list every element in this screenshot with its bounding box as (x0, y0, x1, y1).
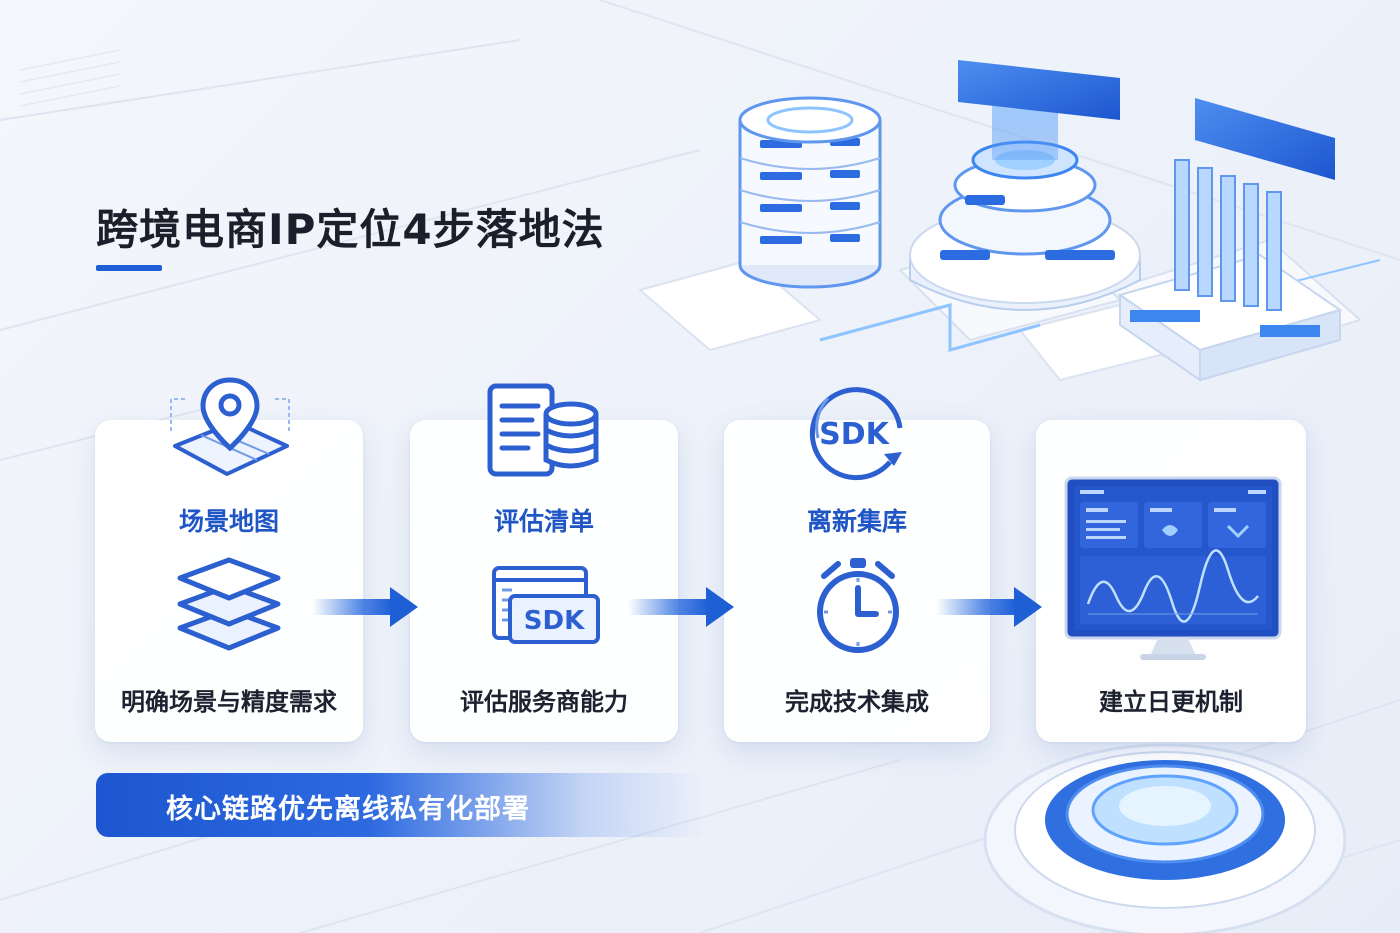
title-underline (96, 265, 162, 271)
sdk-label: SDK (819, 417, 891, 452)
page-title: 跨境电商IP定位4步落地法 (96, 205, 605, 254)
step-description: 建立日更机制 (1099, 688, 1243, 716)
step-title: 评估清单 (493, 507, 594, 536)
stopwatch-icon (817, 558, 899, 653)
step-arrow-1-2 (312, 587, 418, 627)
step-description: 评估服务商能力 (460, 688, 628, 716)
step-title: 离新集库 (806, 507, 907, 536)
banner-text: 核心链路优先离线私有化部署 (166, 794, 530, 825)
dashboard-monitor-icon (1064, 476, 1282, 660)
step-title: 场景地图 (178, 507, 279, 536)
deployment-banner: 核心链路优先离线私有化部署 (96, 773, 706, 837)
glowing-portal (983, 743, 1347, 933)
layers-icon (177, 557, 281, 651)
document-database-icon (487, 383, 599, 477)
step-description: 明确场景与精度需求 (121, 688, 337, 716)
step-description: 完成技术集成 (785, 688, 929, 716)
sdk-window-icon: SDK (492, 566, 600, 644)
step-card-evaluation-list: 评估清单 SDK 评估服务商能力 (410, 383, 678, 742)
sdk-cycle-icon: SDK (809, 387, 903, 481)
step-arrow-3-4 (936, 587, 1042, 627)
sdk-label: SDK (524, 606, 585, 636)
step-card-integration: SDK 离新集库 完成技术集成 (724, 387, 990, 742)
step-card-daily-update: 建立日更机制 (1036, 420, 1306, 742)
isometric-server-scene (637, 60, 1381, 382)
step-arrow-2-3 (628, 587, 734, 627)
step-card-scene-map: 场景地图 明确场景与精度需求 (95, 377, 363, 742)
map-pin-icon (170, 377, 290, 476)
